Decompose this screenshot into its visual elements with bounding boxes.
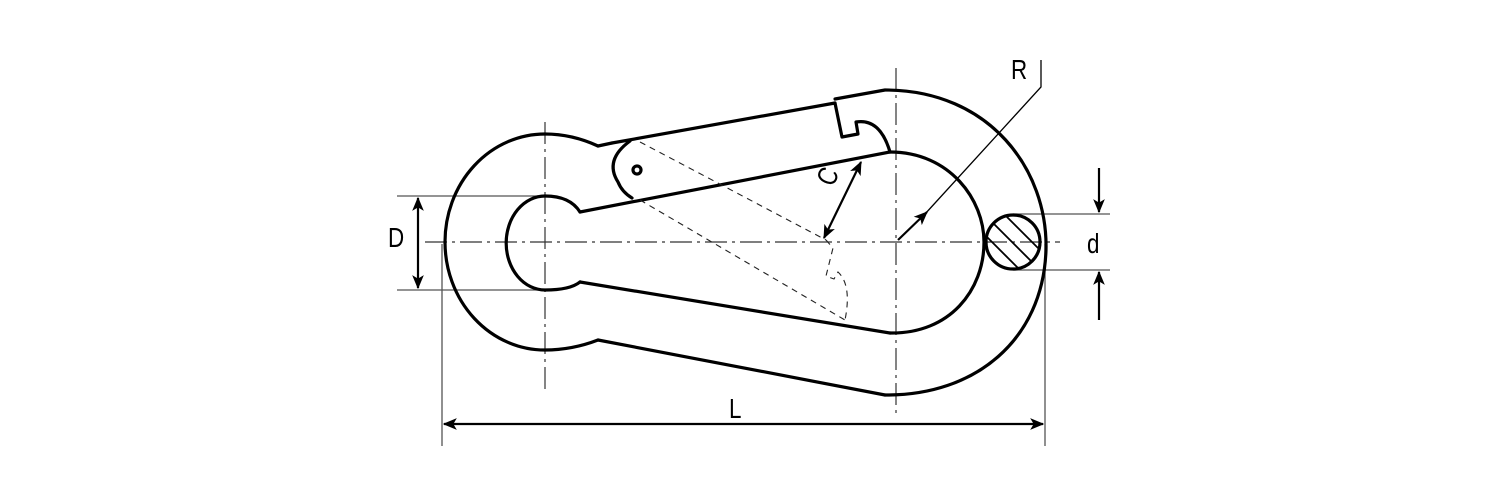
dimension-C <box>823 160 862 240</box>
label-R: R <box>1011 54 1028 85</box>
label-D: D <box>388 222 405 253</box>
center-lines <box>425 68 1060 418</box>
pivot-pin-icon <box>631 164 643 176</box>
label-d: d <box>1087 228 1100 259</box>
carabiner-body <box>443 88 1048 397</box>
extension-lines <box>397 195 1110 446</box>
wire-section <box>984 213 1042 271</box>
dimension-R <box>897 60 1042 241</box>
open-gate-hidden-lines <box>639 141 848 321</box>
label-L: L <box>729 393 742 424</box>
